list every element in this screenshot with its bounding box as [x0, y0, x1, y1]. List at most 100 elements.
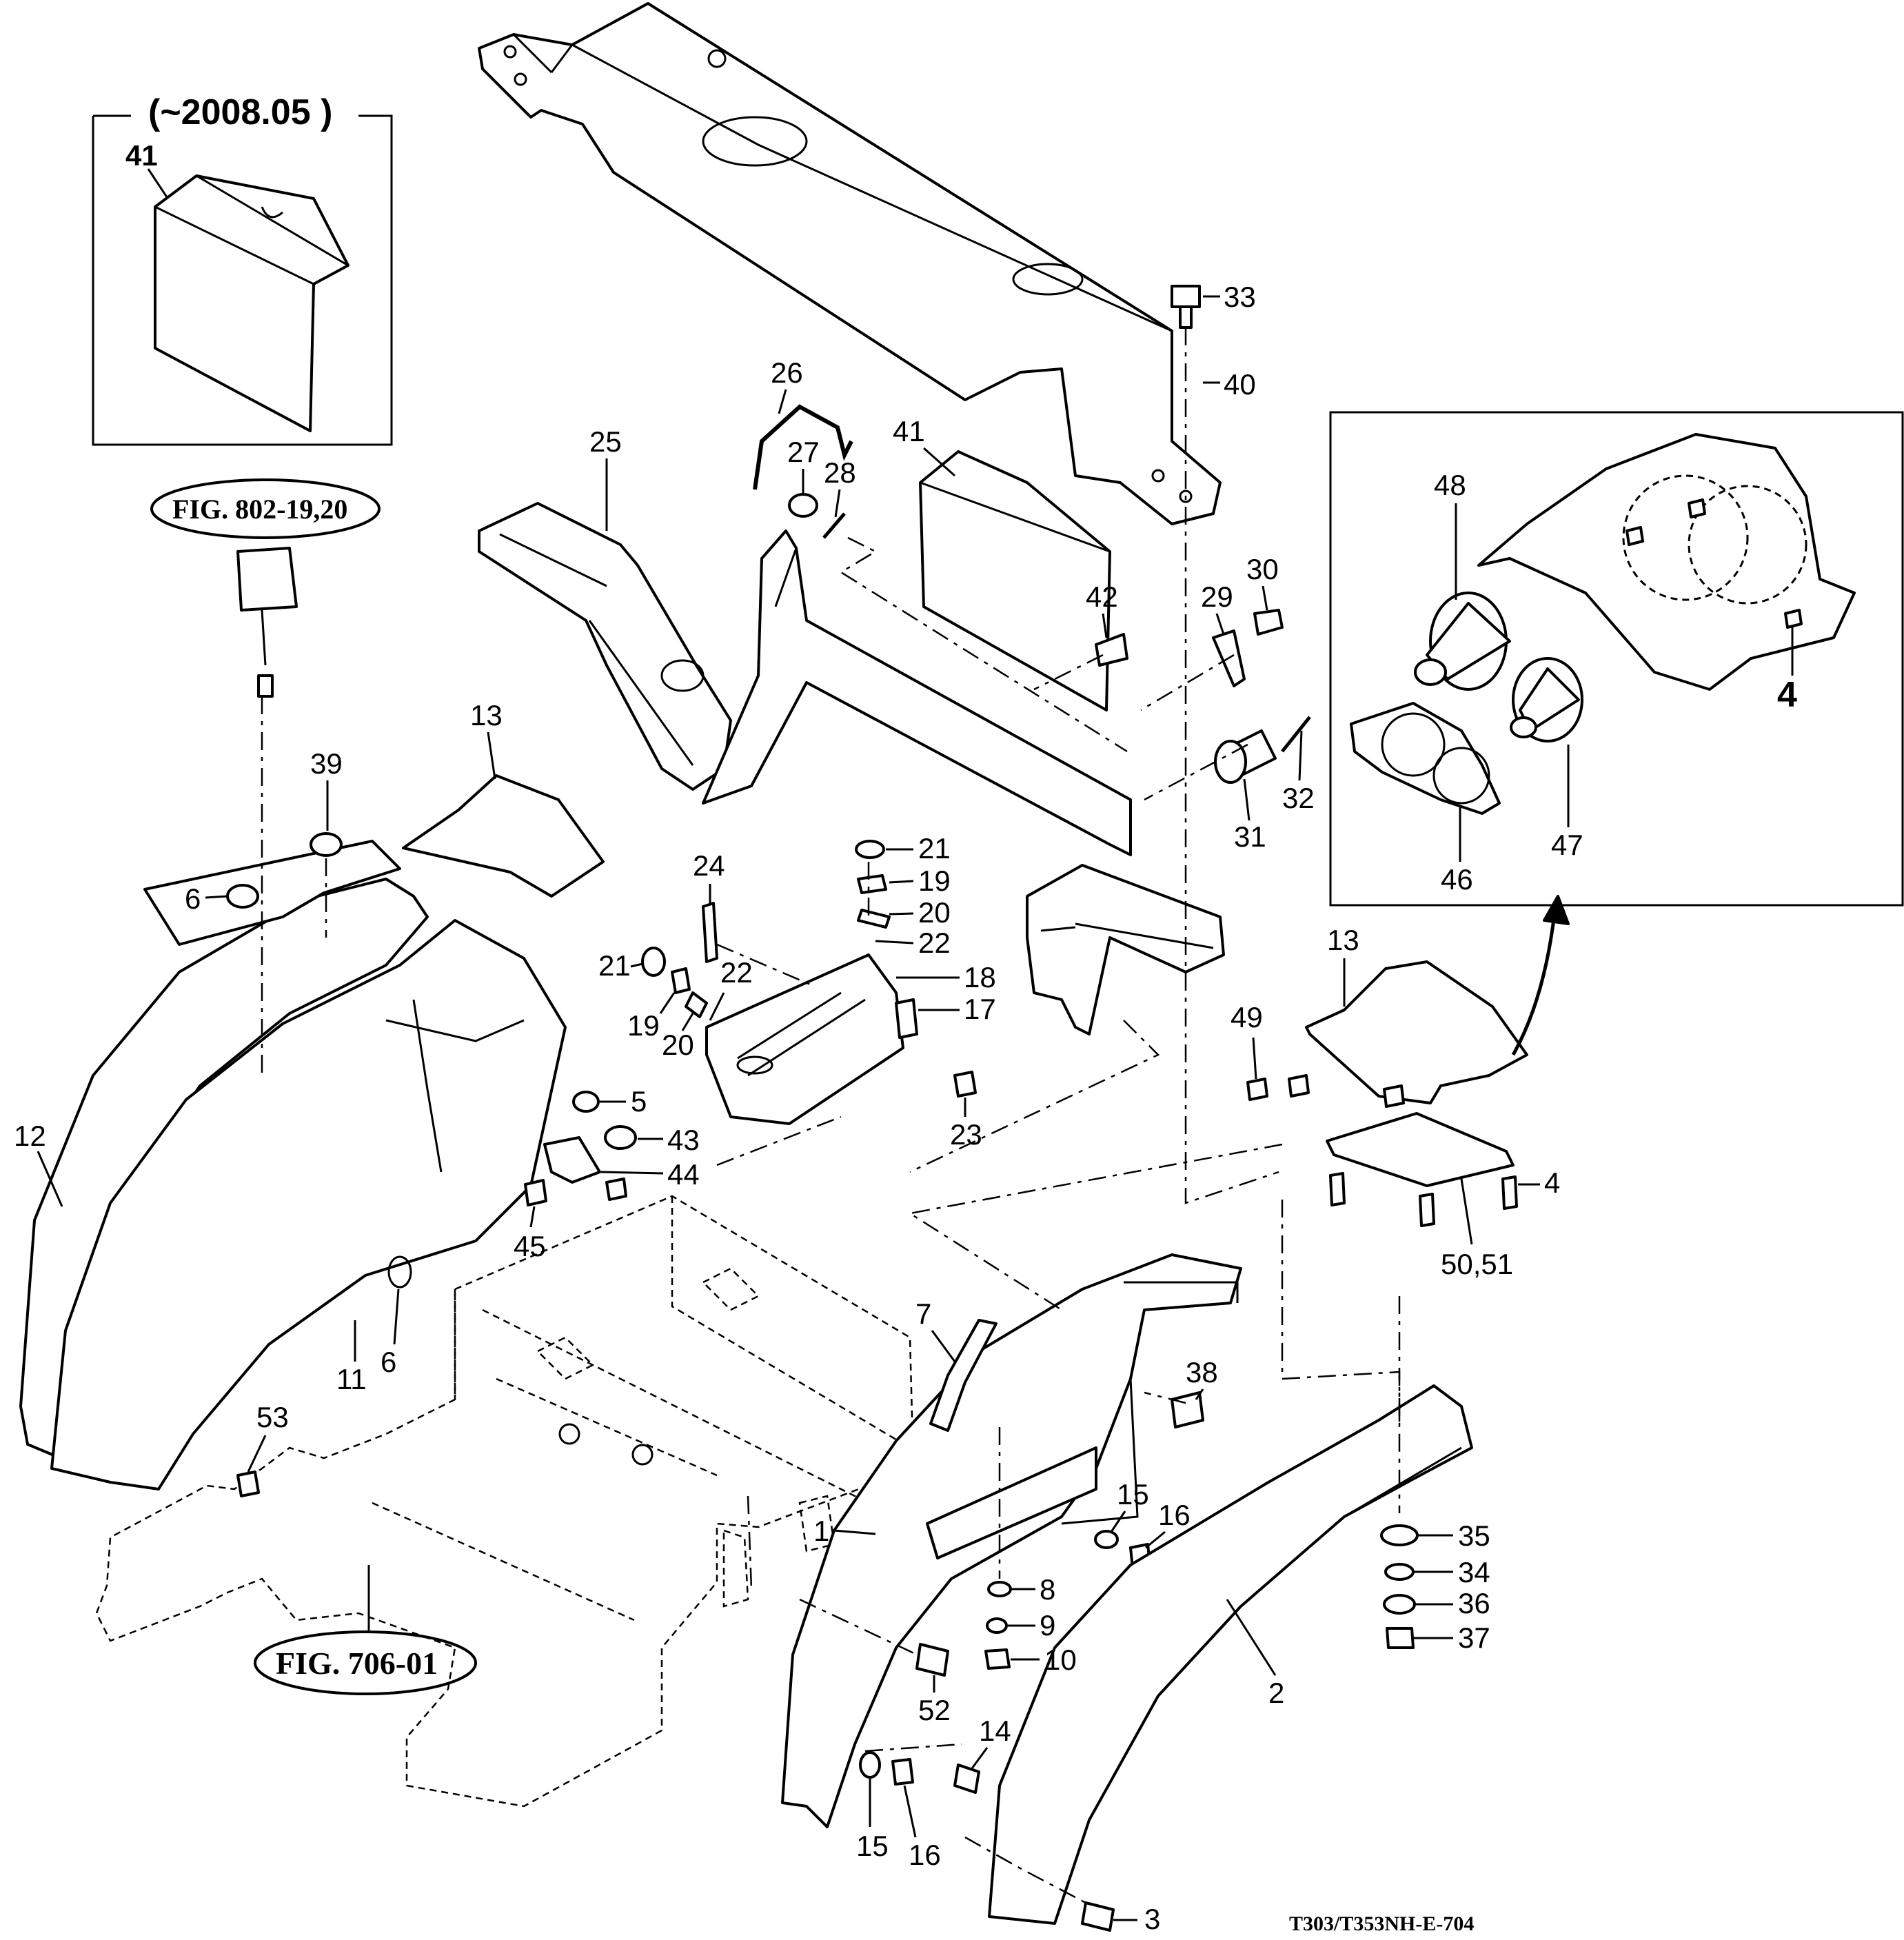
callout-6-bottom: 6 [381, 1346, 396, 1378]
callout-25: 25 [589, 425, 622, 458]
callout-49: 49 [1230, 1001, 1263, 1033]
callout-28: 28 [824, 456, 856, 489]
pin-28 [822, 512, 846, 539]
callout-45: 45 [514, 1230, 546, 1262]
fig-ref-706-label: FIG. 706-01 [276, 1646, 438, 1681]
rod-26 [753, 404, 853, 490]
callout-20-top: 20 [918, 896, 951, 929]
callout-13-right: 13 [1327, 924, 1359, 956]
grommet-6 [226, 884, 259, 909]
lamp-47 [1510, 657, 1583, 742]
callout-12: 12 [14, 1120, 46, 1152]
fender-1 [781, 1253, 1242, 1828]
bolt-4 [1329, 1172, 1346, 1206]
callout-32: 32 [1282, 782, 1315, 814]
callout-22-left: 22 [720, 956, 753, 989]
inset-lamp-detail [1329, 411, 1904, 907]
callout-27: 27 [787, 436, 820, 468]
callout-19-left: 19 [627, 1009, 660, 1042]
assembly-lines [261, 327, 1401, 1904]
callout-8: 8 [1040, 1573, 1055, 1606]
wiring-connector [236, 547, 298, 698]
washer-27 [788, 493, 818, 518]
lamp-48 [1414, 592, 1511, 691]
callout-43: 43 [667, 1124, 700, 1156]
callout-21-left: 21 [598, 949, 631, 982]
callout-11: 11 [336, 1363, 367, 1395]
washer-36 [1383, 1594, 1416, 1615]
nut-45 [524, 1179, 547, 1206]
callout-20-left: 20 [662, 1029, 694, 1061]
callout-37: 37 [1458, 1621, 1490, 1654]
top-cover [478, 2, 1222, 525]
heat-shield-early [154, 174, 350, 432]
cap-39 [310, 832, 343, 857]
callout-19-top: 19 [918, 865, 951, 897]
inset-early-model-part-label: 41 [125, 139, 158, 172]
callout-46: 46 [1441, 863, 1473, 896]
bolt-33 [1171, 285, 1201, 329]
clip-19a [857, 874, 887, 894]
callout-29: 29 [1201, 580, 1233, 613]
callout-41: 41 [893, 415, 925, 447]
fender-11 [50, 919, 567, 1491]
washer-9 [986, 1617, 1008, 1634]
callout-7: 7 [915, 1297, 931, 1330]
bolt-3 [1081, 1901, 1115, 1932]
bolt-49 [1246, 1078, 1268, 1101]
washer-35 [1380, 1524, 1419, 1546]
callout-16-lower: 16 [909, 1839, 941, 1871]
callout-4: 4 [1544, 1166, 1560, 1199]
callout-30: 30 [1246, 553, 1279, 585]
fig-ref-802-label: FIG. 802-19,20 [172, 494, 347, 525]
crossbar [702, 529, 1132, 856]
right-fender-1 [781, 1253, 1242, 1828]
grommet-5 [572, 1091, 600, 1113]
inset-early-model: (~2008.05 ) 41 [92, 92, 393, 446]
lamp-cover [1477, 433, 1856, 691]
gasket-46 [1350, 702, 1501, 815]
console-18 [705, 953, 904, 1125]
callout-16-upper: 16 [1158, 1499, 1191, 1531]
top-cover-panel [478, 2, 1222, 525]
callout-10: 10 [1044, 1644, 1077, 1676]
callout-21-top: 21 [918, 832, 951, 865]
heat-shield-41 [919, 450, 1111, 711]
fender-2 [988, 1384, 1473, 1925]
callout-9: 9 [1040, 1609, 1055, 1641]
callout-34: 34 [1458, 1556, 1490, 1588]
callout-17: 17 [964, 993, 996, 1025]
callouts: 33 40 26 27 28 25 41 42 29 30 31 32 13 3… [14, 281, 1560, 1935]
bolt-14 [953, 1764, 980, 1794]
nut-53 [236, 1471, 260, 1497]
callout-5: 5 [631, 1085, 647, 1118]
callout-38: 38 [1186, 1356, 1218, 1388]
nut-10 [984, 1648, 1011, 1670]
fig-ref-706[interactable]: FIG. 706-01 [254, 1565, 477, 1695]
callout-36: 36 [1458, 1587, 1490, 1619]
callout-47: 47 [1551, 829, 1583, 861]
callout-4-inset: 4 [1777, 675, 1797, 715]
screw-4-inset [1784, 609, 1803, 629]
callout-1: 1 [813, 1515, 829, 1547]
callout-53: 53 [256, 1401, 289, 1433]
bolt-32 [1281, 716, 1311, 753]
callout-26: 26 [771, 356, 803, 389]
bolt-23 [953, 1071, 977, 1098]
callout-33: 33 [1224, 281, 1256, 313]
left-fender [19, 840, 567, 1491]
inset-early-model-title: (~2008.05 ) [148, 92, 332, 132]
fig-ref-802[interactable]: FIG. 802-19,20 [150, 478, 381, 539]
bolt-17 [895, 998, 918, 1039]
callout-48: 48 [1434, 469, 1466, 501]
callout-15-upper: 15 [1117, 1478, 1149, 1510]
callout-23: 23 [950, 1118, 982, 1151]
washer-34 [1384, 1563, 1415, 1581]
nut-37 [1386, 1627, 1415, 1649]
clip-19b [671, 967, 691, 994]
callout-6-top: 6 [185, 882, 201, 915]
cover-13-left [402, 774, 605, 898]
washer-15b [859, 1751, 881, 1779]
callout-2: 2 [1268, 1677, 1284, 1709]
